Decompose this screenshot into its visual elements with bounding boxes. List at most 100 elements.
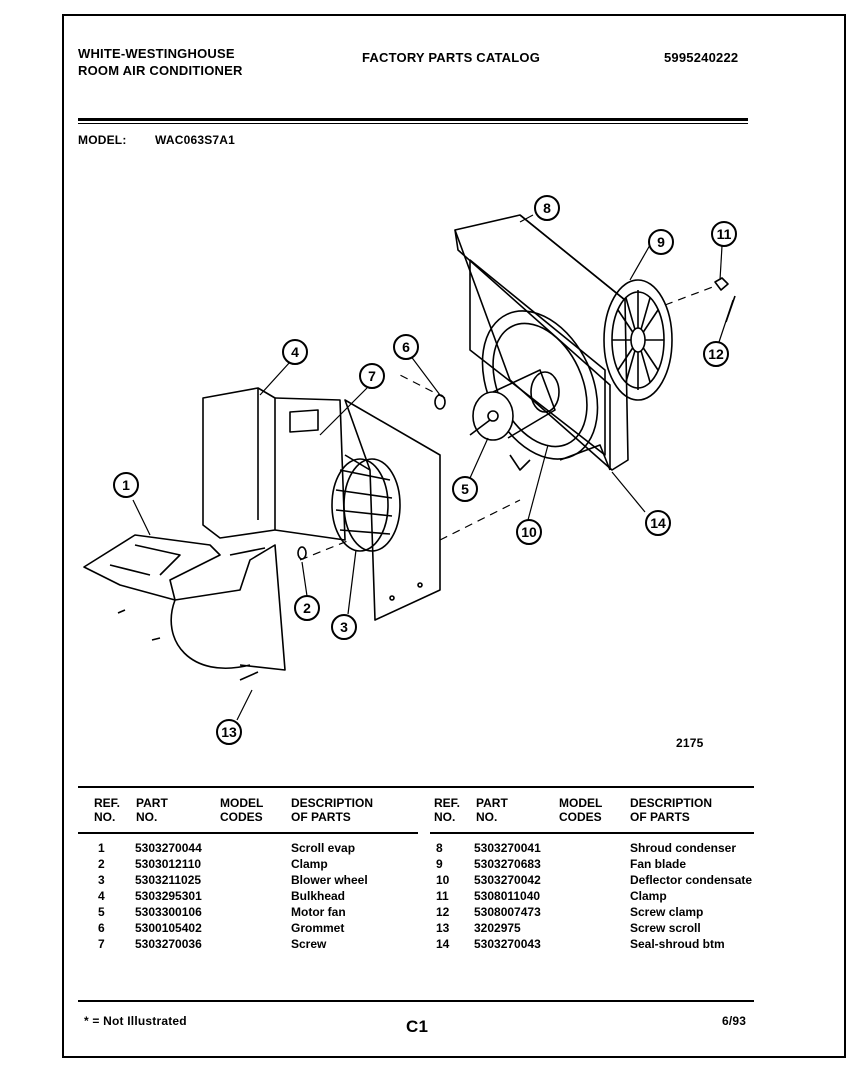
svg-text:1: 1 (122, 477, 130, 493)
table-row: 8 (436, 841, 443, 855)
brand-line-1: WHITE-WESTINGHOUSE (78, 46, 235, 61)
svg-text:12: 12 (708, 346, 724, 362)
table-row: 6 (98, 921, 105, 935)
table-row: Shroud condenser (630, 841, 737, 855)
table-row: 12 (436, 905, 450, 919)
clamp-2-drawing (297, 546, 307, 560)
table-row: Screw clamp (630, 905, 704, 919)
header-ref-no-right: REF.NO. (434, 796, 461, 824)
callout-8: 8 (534, 195, 560, 221)
table-row: Motor fan (291, 905, 346, 919)
table-row: Blower wheel (291, 873, 368, 887)
header-ref-no-left: REF.NO. (94, 796, 121, 824)
callout-9: 9 (648, 229, 674, 255)
table-row: 9 (436, 857, 443, 871)
callout-2: 2 (294, 595, 320, 621)
table-row: 5303211025 (135, 873, 202, 887)
table-row: Bulkhead (291, 889, 346, 903)
table-row: 10 (436, 873, 450, 887)
table-row: 4 (98, 889, 105, 903)
svg-text:10: 10 (521, 524, 537, 540)
svg-text:14: 14 (650, 515, 666, 531)
table-row: 3202975 (474, 921, 521, 935)
table-rule-left (78, 832, 418, 834)
motor-fan-drawing (469, 369, 560, 471)
table-row: 5303270043 (474, 937, 541, 951)
table-row: 5300105402 (135, 921, 202, 935)
exploded-parts-diagram: 1 2 3 4 5 6 7 8 9 10 11 12 13 14 (83, 195, 737, 745)
callout-4: 4 (282, 339, 308, 365)
callout-3: 3 (331, 614, 357, 640)
parts-table-right: 8 5303270041 Shroud condenser 9 53032706… (0, 840, 860, 960)
shroud-condenser-drawing (454, 214, 629, 471)
blower-wheel-drawing (331, 458, 401, 552)
header-rule-top (78, 118, 748, 121)
brand-line-2: ROOM AIR CONDITIONER (78, 63, 243, 78)
table-row: Seal-shroud btm (630, 937, 725, 951)
page-number: C1 (406, 1017, 429, 1036)
table-row: 13 (436, 921, 450, 935)
svg-text:11: 11 (717, 226, 732, 242)
bulkhead-drawing (202, 387, 441, 621)
table-rule-right (430, 832, 754, 834)
table-row: Clamp (630, 889, 667, 903)
clamp-drawing (714, 277, 729, 291)
svg-text:7: 7 (368, 368, 376, 384)
footer-rule (78, 1000, 754, 1002)
table-row: 1 (98, 841, 105, 855)
catalog-title: FACTORY PARTS CATALOG (362, 50, 541, 65)
callout-10: 10 (516, 519, 542, 545)
table-row: 2 (98, 857, 105, 871)
table-row: 5303270044 (135, 841, 202, 855)
fan-blade-drawing (603, 279, 673, 401)
revision-date: 6/93 (722, 1014, 747, 1028)
table-row: 5308011040 (474, 889, 541, 903)
callout-14: 14 (645, 510, 671, 536)
table-row: Screw (291, 937, 327, 951)
svg-text:3: 3 (340, 619, 348, 635)
svg-text:6: 6 (402, 339, 410, 355)
table-row: Fan blade (630, 857, 687, 871)
model-value: WAC063S7A1 (155, 133, 236, 147)
scroll-evap-drawing (83, 534, 286, 671)
callout-6: 6 (393, 334, 419, 360)
callout-5: 5 (452, 476, 478, 502)
callout-7: 7 (359, 363, 385, 389)
catalog-number: 5995240222 (664, 50, 739, 65)
table-row: 5 (98, 905, 105, 919)
table-row: Screw scroll (630, 921, 701, 935)
svg-text:2: 2 (303, 600, 311, 616)
svg-text:4: 4 (291, 344, 299, 360)
callout-1: 1 (113, 472, 139, 498)
table-row: 5308007473 (474, 905, 541, 919)
table-row: Grommet (291, 921, 345, 935)
drawing-number: 2175 (676, 736, 704, 750)
model-label: MODEL: (78, 133, 127, 147)
table-row: 5303270036 (135, 937, 202, 951)
svg-text:13: 13 (221, 724, 237, 740)
table-row: 11 (436, 889, 449, 903)
table-row: 3 (98, 873, 105, 887)
table-row: Scroll evap (291, 841, 356, 855)
table-rule-top (78, 786, 754, 788)
table-row: 5303012110 (135, 857, 202, 871)
table-row: 5303270042 (474, 873, 541, 887)
callout-11: 11 (711, 221, 737, 247)
callout-12: 12 (703, 341, 729, 367)
page-frame (62, 14, 846, 1058)
not-illustrated-note: * = Not Illustrated (84, 1014, 187, 1028)
table-row: 5303295301 (135, 889, 202, 903)
table-row: 14 (436, 937, 450, 951)
table-row: Clamp (291, 857, 328, 871)
table-row: 5303270041 (474, 841, 541, 855)
svg-text:8: 8 (543, 200, 551, 216)
svg-text:9: 9 (657, 234, 665, 250)
screws-drawing (117, 609, 259, 681)
table-row: 5303300106 (135, 905, 202, 919)
table-row: 5303270683 (474, 857, 541, 871)
header-rule-bottom (78, 123, 748, 124)
